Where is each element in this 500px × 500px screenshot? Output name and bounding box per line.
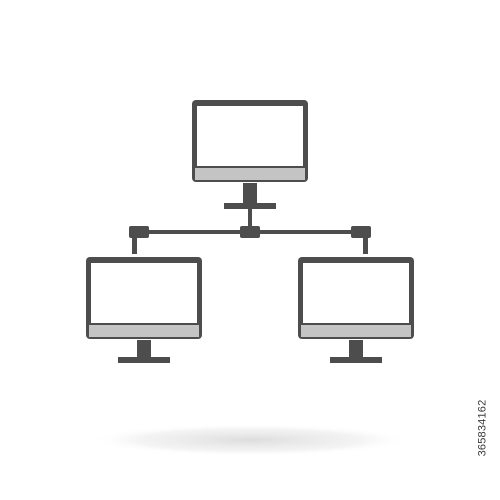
image-id-text: 365834162 [476, 399, 489, 457]
right-monitor-icon [298, 257, 414, 363]
network-connector [129, 209, 371, 254]
ground-shadow [90, 424, 410, 456]
left-monitor-icon [86, 257, 202, 363]
image-id-label: 365834162 [472, 368, 492, 488]
top-monitor-icon [192, 100, 308, 209]
